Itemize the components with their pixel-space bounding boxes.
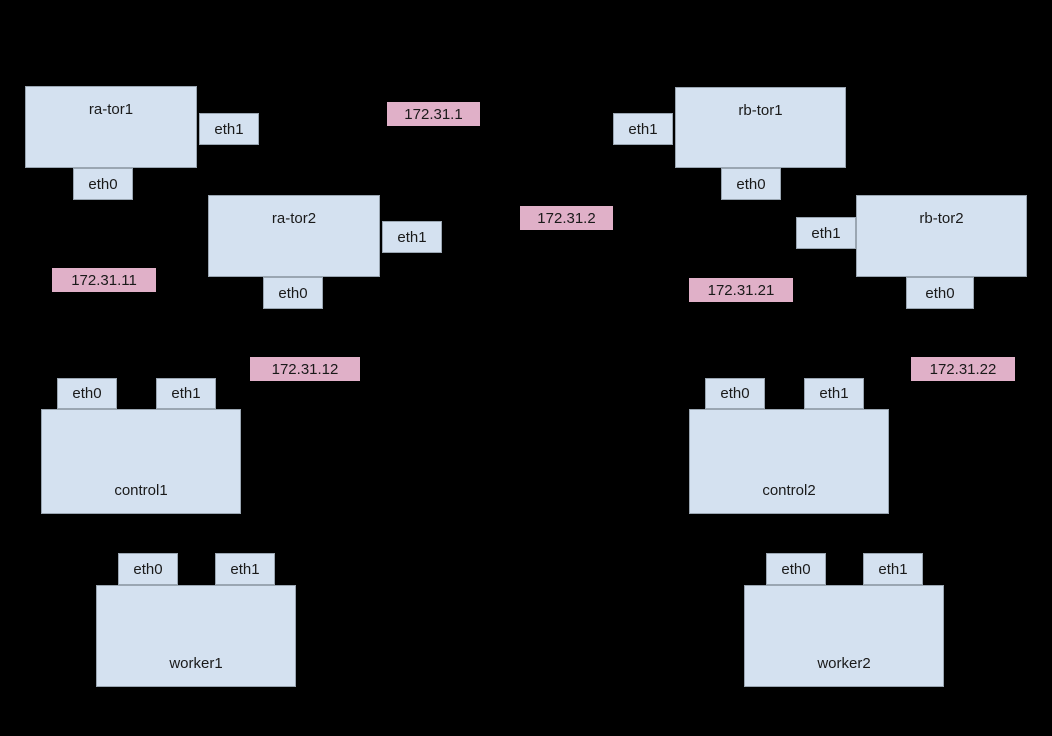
- port-worker2-eth1[interactable]: eth1: [863, 553, 923, 585]
- port-ra-tor1-eth0[interactable]: eth0: [73, 168, 133, 200]
- node-label-control2: control2: [762, 482, 816, 499]
- ip-label-ip-172-31-12: 172.31.12: [250, 357, 360, 381]
- ip-label-ip-172-31-11: 172.31.11: [52, 268, 156, 292]
- ip-label-ip-172-31-1: 172.31.1: [387, 102, 480, 126]
- port-control1-eth0[interactable]: eth0: [57, 378, 117, 409]
- node-worker1[interactable]: worker1: [96, 585, 296, 687]
- node-ra-tor1[interactable]: ra-tor1: [25, 86, 197, 168]
- port-control2-eth1[interactable]: eth1: [804, 378, 864, 409]
- node-label-worker1: worker1: [169, 655, 223, 672]
- port-rb-tor1-eth1[interactable]: eth1: [613, 113, 673, 145]
- node-rb-tor1[interactable]: rb-tor1: [675, 87, 846, 168]
- node-rb-tor2[interactable]: rb-tor2: [856, 195, 1027, 277]
- port-control1-eth1[interactable]: eth1: [156, 378, 216, 409]
- node-control1[interactable]: control1: [41, 409, 241, 514]
- port-worker2-eth0[interactable]: eth0: [766, 553, 826, 585]
- node-label-rb-tor1: rb-tor1: [738, 102, 783, 119]
- node-ra-tor2[interactable]: ra-tor2: [208, 195, 380, 277]
- port-worker1-eth0[interactable]: eth0: [118, 553, 178, 585]
- ip-label-ip-172-31-2: 172.31.2: [520, 206, 613, 230]
- port-rb-tor1-eth0[interactable]: eth0: [721, 168, 781, 200]
- port-rb-tor2-eth0[interactable]: eth0: [906, 277, 974, 309]
- node-label-ra-tor1: ra-tor1: [88, 101, 134, 118]
- ip-label-ip-172-31-22: 172.31.22: [911, 357, 1015, 381]
- node-label-control1: control1: [114, 482, 168, 499]
- port-ra-tor1-eth1[interactable]: eth1: [199, 113, 259, 145]
- node-label-rb-tor2: rb-tor2: [919, 210, 964, 227]
- node-label-ra-tor2: ra-tor2: [271, 210, 317, 227]
- node-control2[interactable]: control2: [689, 409, 889, 514]
- node-worker2[interactable]: worker2: [744, 585, 944, 687]
- ip-label-ip-172-31-21: 172.31.21: [689, 278, 793, 302]
- port-ra-tor2-eth0[interactable]: eth0: [263, 277, 323, 309]
- port-control2-eth0[interactable]: eth0: [705, 378, 765, 409]
- port-rb-tor2-eth1[interactable]: eth1: [796, 217, 856, 249]
- port-worker1-eth1[interactable]: eth1: [215, 553, 275, 585]
- port-ra-tor2-eth1[interactable]: eth1: [382, 221, 442, 253]
- node-label-worker2: worker2: [817, 655, 871, 672]
